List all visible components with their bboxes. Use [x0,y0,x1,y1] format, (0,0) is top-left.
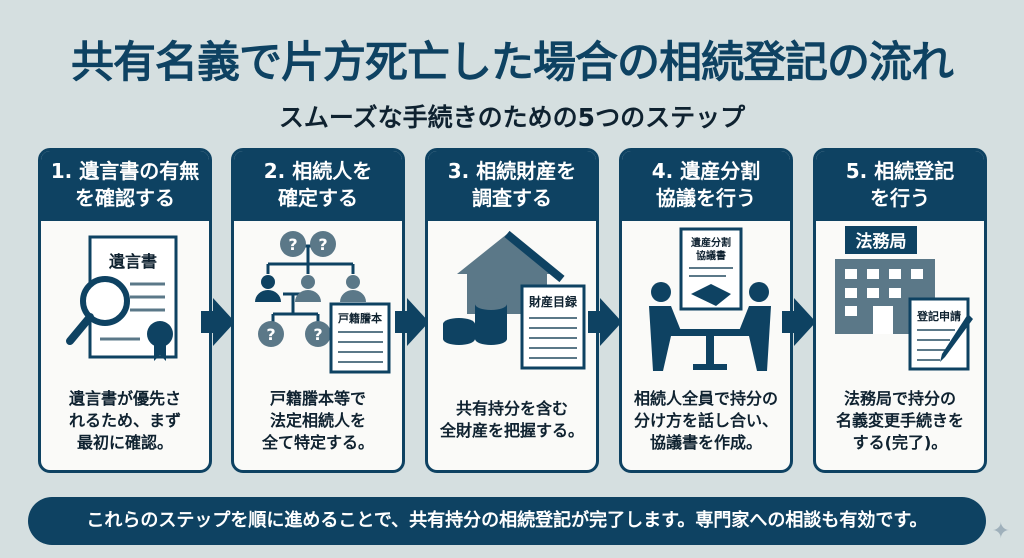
step-title: 5. 相続登記 を行う [816,151,984,221]
page-subtitle: スムーズな手続きのための5つのステップ [278,103,746,132]
step-card-4: 4. 遺産分割 協議を行う 遺産分割 協議書 相続人全員で持分の 分け方を話し合… [619,148,793,473]
icon-label: 財産目録 [528,294,578,309]
step-description: 遺言書が優先さ れるため、まず 最初に確認。 [68,389,181,452]
negotiation-meeting-icon: 遺産分割 協議書 [622,221,790,376]
step-description: 共有持分を含む 全財産を把握する。 [439,399,584,440]
step-card-1: 1. 遺言書の有無 を確認する 遺言書 遺言書が優先さ れるため、まず 最初に確… [38,148,212,473]
step-card-5: 5. 相続登記 を行う 法務局 登記申請 法務局で持分の 名義変更手続きを する… [813,148,987,473]
icon-label: 法務局 [856,231,907,252]
icon-label: 遺産分割 [690,236,731,249]
sparkle-icon: ✦ [991,519,1010,544]
svg-text:?: ? [288,235,297,254]
property-assets-icon: 財産目録 [428,221,596,376]
summary-banner: これらのステップを順に進めることで、共有持分の相続登記が完了します。専門家への相… [28,497,986,545]
arrow-right-icon [782,298,816,346]
arrow-right-icon [395,298,429,346]
step-description: 戸籍謄本等で 法定相続人を 全て特定する。 [261,389,374,452]
step-title: 1. 遺言書の有無 を確認する [41,151,209,221]
will-document-icon: 遺言書 [41,221,209,376]
step-title: 2. 相続人を 確定する [234,151,402,221]
icon-label: 戸籍謄本 [338,311,382,325]
svg-text:?: ? [313,325,322,344]
svg-text:?: ? [266,325,275,344]
step-card-2: 2. 相続人を 確定する ???? 戸籍謄本 戸籍謄本等で 法定相続人を 全て特… [231,148,405,473]
legal-affairs-bureau-icon: 法務局 登記申請 [816,221,984,376]
step-description: 法務局で持分の 名義変更手続きを する(完了)。 [835,389,964,452]
icon-label: 協議書 [696,249,726,262]
icon-label: 登記申請 [916,309,961,323]
step-description: 相続人全員で持分の 分け方を話し合い、 協議書を作成。 [633,389,778,452]
arrow-right-icon [588,298,622,346]
svg-text:?: ? [318,235,327,254]
step-card-3: 3. 相続財産を 調査する 財産目録 共有持分を含む 全財産を把握する。 [425,148,599,473]
page-title: 共有名義で片方死亡した場合の相続登記の流れ [71,38,954,88]
family-tree-icon: ???? 戸籍謄本 [234,221,402,376]
step-title: 3. 相続財産を 調査する [428,151,596,221]
step-title: 4. 遺産分割 協議を行う [622,151,790,221]
icon-label: 遺言書 [109,252,157,271]
arrow-right-icon [201,298,235,346]
